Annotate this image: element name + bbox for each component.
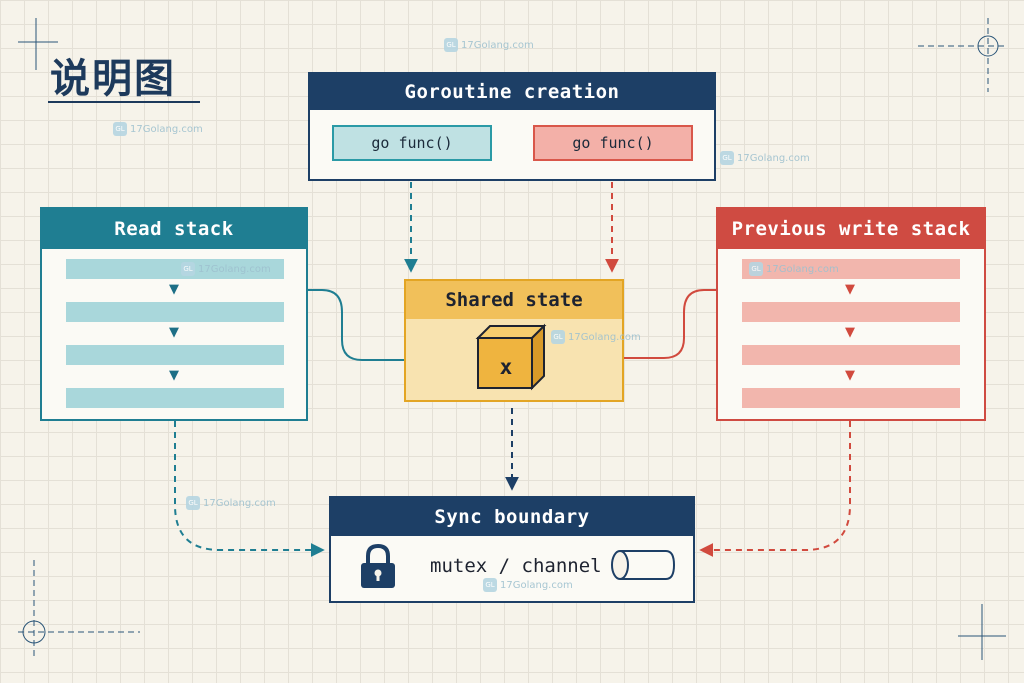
watermark-badge: GL bbox=[483, 578, 497, 592]
write-stack-frame bbox=[742, 302, 960, 322]
sync-boundary-panel: Sync boundary bbox=[329, 496, 695, 603]
previous-write-stack-title: Previous write stack bbox=[718, 209, 984, 249]
shared-state-title: Shared state bbox=[406, 281, 622, 319]
watermark-badge: GL bbox=[181, 262, 195, 276]
connector-arrow bbox=[699, 421, 851, 557]
watermark-text: 17Golang.com bbox=[568, 331, 641, 343]
crosshair-icon bbox=[18, 18, 58, 70]
write-stack-frame bbox=[742, 345, 960, 365]
crosshair-icon bbox=[958, 604, 1006, 660]
shared-variable-x: x bbox=[499, 355, 513, 379]
write-stack-frame bbox=[742, 388, 960, 408]
watermark-badge: GL bbox=[186, 496, 200, 510]
watermark-text: 17Golang.com bbox=[766, 263, 839, 275]
watermark-badge: GL bbox=[720, 151, 734, 165]
go-func-right: go func() bbox=[533, 125, 693, 161]
down-arrow-icon: ▼ bbox=[845, 282, 855, 297]
watermark-text: 17Golang.com bbox=[737, 152, 810, 164]
watermark-badge: GL bbox=[444, 38, 458, 52]
go-func-left: go func() bbox=[332, 125, 492, 161]
cube-icon bbox=[475, 323, 547, 391]
watermark-text: 17Golang.com bbox=[500, 579, 573, 591]
watermark-badge: GL bbox=[551, 330, 565, 344]
page-title: 说明图 bbox=[50, 56, 176, 102]
down-arrow-icon: ▼ bbox=[169, 325, 179, 340]
write-stack-frame bbox=[742, 259, 960, 279]
down-arrow-icon: ▼ bbox=[845, 325, 855, 340]
connector-arrow bbox=[567, 289, 716, 365]
down-arrow-icon: ▼ bbox=[169, 282, 179, 297]
sync-mechanism-label: mutex / channel bbox=[430, 555, 602, 577]
sync-boundary-title: Sync boundary bbox=[331, 498, 693, 536]
connector-arrow bbox=[308, 289, 453, 367]
watermark-badge: GL bbox=[749, 262, 763, 276]
cylinder-icon bbox=[611, 550, 676, 580]
watermark-badge: GL bbox=[113, 122, 127, 136]
read-stack-frame bbox=[66, 345, 284, 365]
crosshair-icon bbox=[18, 560, 140, 660]
watermark-text: 17Golang.com bbox=[461, 39, 534, 51]
read-stack-frame bbox=[66, 259, 284, 279]
read-stack-title: Read stack bbox=[42, 209, 306, 249]
down-arrow-icon: ▼ bbox=[845, 368, 855, 383]
watermark-text: 17Golang.com bbox=[130, 123, 203, 135]
watermark-text: 17Golang.com bbox=[203, 497, 276, 509]
watermark-text: 17Golang.com bbox=[198, 263, 271, 275]
title-underline bbox=[48, 101, 200, 103]
read-stack-frame bbox=[66, 388, 284, 408]
down-arrow-icon: ▼ bbox=[169, 368, 179, 383]
crosshair-icon bbox=[918, 18, 1005, 92]
lock-icon bbox=[361, 543, 395, 588]
read-stack-frame bbox=[66, 302, 284, 322]
connector-arrow bbox=[174, 421, 325, 557]
goroutine-creation-panel: Goroutine creation bbox=[308, 72, 716, 181]
goroutine-creation-title: Goroutine creation bbox=[310, 74, 714, 110]
